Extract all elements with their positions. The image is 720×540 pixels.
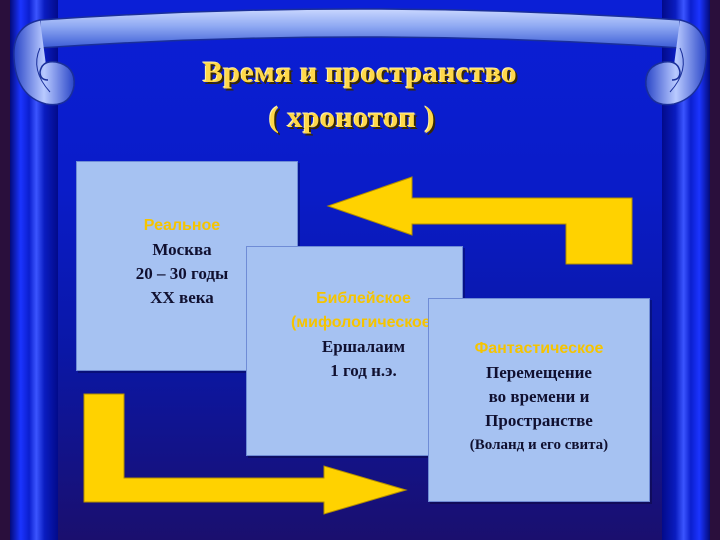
card-fantastic-line-4: (Воланд и его свита) <box>469 437 609 453</box>
card-biblical-heading: Библейское <box>316 290 411 307</box>
card-real-line-2: 20 – 30 годы <box>135 264 229 283</box>
slide-title: Время и пространство <box>202 56 518 89</box>
card-fantastic: Фантастическое Перемещение во времени и … <box>428 298 650 502</box>
scroll-ribbon <box>39 8 681 49</box>
slide-subtitle: ( хронотоп ) <box>268 101 436 134</box>
card-real-line-3: XX века <box>150 288 214 307</box>
card-biblical: Библейское (мифологическое) Ершалаим 1 г… <box>246 246 463 456</box>
card-real-line-1: Москва <box>152 240 212 259</box>
scroll-left-curl <box>13 19 75 106</box>
card-biblical-line-2: 1 год н.э. <box>330 361 397 380</box>
card-biblical-line-1: Ершалаим <box>321 337 406 356</box>
scroll-right-curl <box>645 19 707 106</box>
card-biblical-heading-2: (мифологическое) <box>290 314 437 331</box>
card-fantastic-line-1: Перемещение <box>486 363 592 382</box>
scroll-banner <box>13 8 707 106</box>
card-fantastic-line-3: Пространстве <box>485 411 593 430</box>
card-fantastic-heading: Фантастическое <box>474 340 604 357</box>
card-fantastic-line-2: во времени и <box>488 387 590 406</box>
card-real-heading: Реальное <box>143 217 221 234</box>
